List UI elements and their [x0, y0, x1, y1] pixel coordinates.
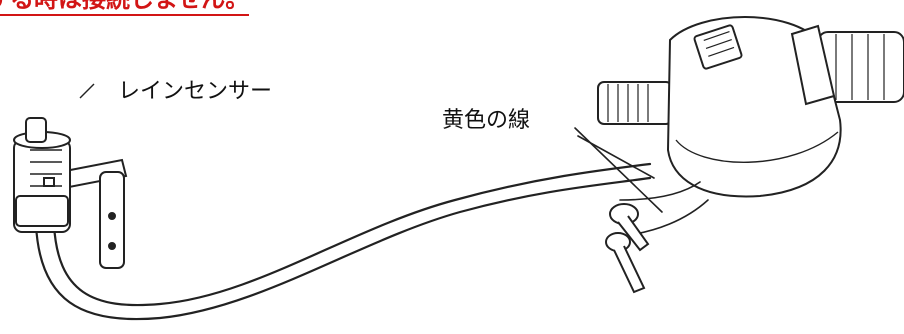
wire-connector-icon — [605, 203, 650, 294]
rain-sensor-icon — [13, 83, 128, 269]
page-heading-partial: する時は接続しません。 — [0, 0, 250, 16]
cable-icon — [34, 162, 652, 321]
yellow-wire-lines — [574, 127, 709, 237]
yellow-wire-label: 黄色の線 — [442, 108, 531, 133]
irrigation-valve-icon — [597, 16, 904, 198]
rain-sensor-label: レインセンサー — [118, 79, 273, 104]
